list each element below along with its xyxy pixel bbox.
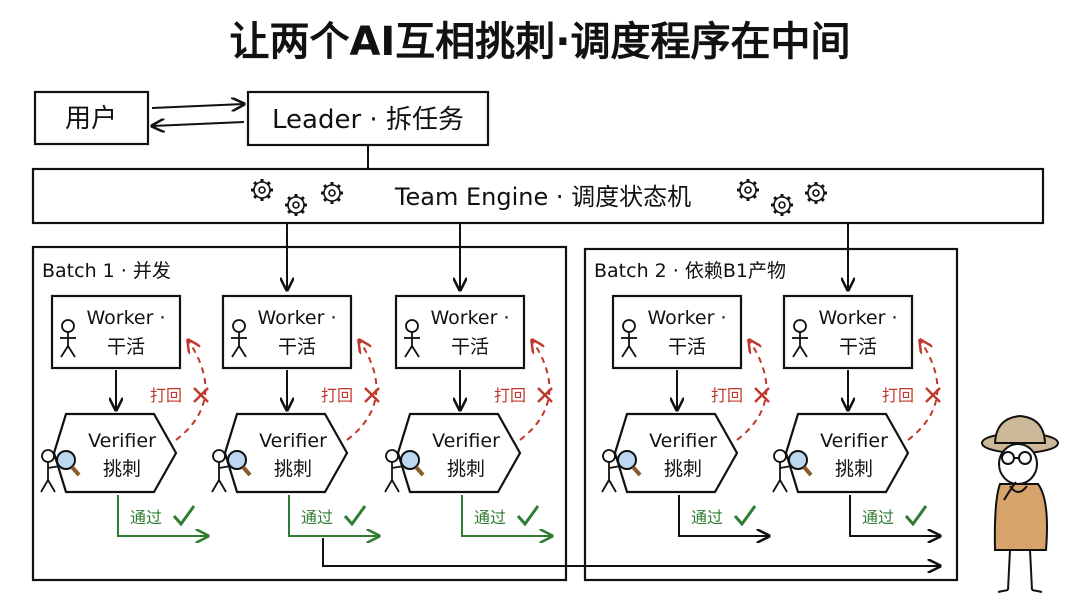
pass-label: 通过 bbox=[691, 508, 723, 527]
check-icon bbox=[733, 505, 757, 527]
cross-icon bbox=[925, 387, 941, 403]
user-box bbox=[33, 90, 150, 146]
verifier-label: Verifier bbox=[88, 430, 156, 452]
verifier-label: 挑刺 bbox=[103, 458, 141, 480]
batch-2-label: Batch 2 · 依赖B1产物 bbox=[594, 260, 786, 282]
reject-arrow bbox=[519, 340, 551, 441]
cross-icon bbox=[537, 387, 553, 403]
leader-to-user-arrow bbox=[152, 122, 245, 126]
batch-1-label: Batch 1 · 并发 bbox=[42, 260, 171, 282]
pass-label: 通过 bbox=[862, 508, 894, 527]
worker-box bbox=[221, 294, 353, 370]
worker-label: Worker · bbox=[430, 307, 509, 329]
reject-label: 打回 bbox=[150, 386, 182, 405]
batch-dependency-arrow bbox=[322, 538, 940, 566]
cross-icon bbox=[193, 387, 209, 403]
reject-arrow bbox=[346, 340, 378, 441]
check-icon bbox=[172, 505, 196, 527]
check-icon bbox=[343, 505, 367, 527]
verifier-label: Verifier bbox=[432, 430, 500, 452]
pass-arrow bbox=[678, 495, 769, 536]
team-engine-label: Team Engine · 调度状态机 bbox=[394, 183, 691, 211]
worker-label: 干活 bbox=[107, 336, 145, 358]
batch-2-container bbox=[583, 247, 959, 582]
verifier-label: 挑刺 bbox=[664, 458, 702, 480]
pass-arrow bbox=[288, 495, 379, 536]
reject-arrow bbox=[736, 340, 768, 441]
leader-box bbox=[246, 90, 490, 147]
worker-label: Worker · bbox=[647, 307, 726, 329]
user-to-leader-arrow bbox=[151, 104, 244, 108]
pass-label: 通过 bbox=[474, 508, 506, 527]
pass-label: 通过 bbox=[130, 508, 162, 527]
verifier-label: Verifier bbox=[259, 430, 327, 452]
team-engine-bar bbox=[31, 167, 1045, 225]
reject-label: 打回 bbox=[321, 386, 353, 405]
reject-label: 打回 bbox=[882, 386, 914, 405]
leader-label: Leader · 拆任务 bbox=[272, 105, 464, 135]
page-title: 让两个AI互相挑刺·调度程序在中间 bbox=[229, 19, 850, 65]
worker-label: 干活 bbox=[451, 336, 489, 358]
thinking-character-illustration bbox=[981, 414, 1059, 593]
reject-arrow bbox=[175, 340, 207, 441]
worker-label: 干活 bbox=[668, 336, 706, 358]
worker-label: Worker · bbox=[818, 307, 897, 329]
worker-label: Worker · bbox=[86, 307, 165, 329]
verifier-label: 挑刺 bbox=[835, 458, 873, 480]
check-icon bbox=[516, 505, 540, 527]
user-label: 用户 bbox=[65, 104, 117, 134]
pass-label: 通过 bbox=[301, 508, 333, 527]
verifier-label: Verifier bbox=[820, 430, 888, 452]
verifier-label: 挑刺 bbox=[447, 458, 485, 480]
reject-arrow bbox=[907, 340, 939, 441]
cross-icon bbox=[364, 387, 380, 403]
verifier-label: 挑刺 bbox=[274, 458, 312, 480]
reject-label: 打回 bbox=[711, 386, 743, 405]
pass-arrow bbox=[849, 495, 940, 536]
worker-label: 干活 bbox=[839, 336, 877, 358]
batch-1-container bbox=[31, 245, 568, 582]
check-icon bbox=[904, 505, 928, 527]
cross-icon bbox=[754, 387, 770, 403]
pass-arrow bbox=[117, 495, 208, 536]
worker-label: 干活 bbox=[278, 336, 316, 358]
worker-label: Worker · bbox=[257, 307, 336, 329]
reject-label: 打回 bbox=[494, 386, 526, 405]
pass-arrow bbox=[461, 495, 552, 536]
verifier-label: Verifier bbox=[649, 430, 717, 452]
